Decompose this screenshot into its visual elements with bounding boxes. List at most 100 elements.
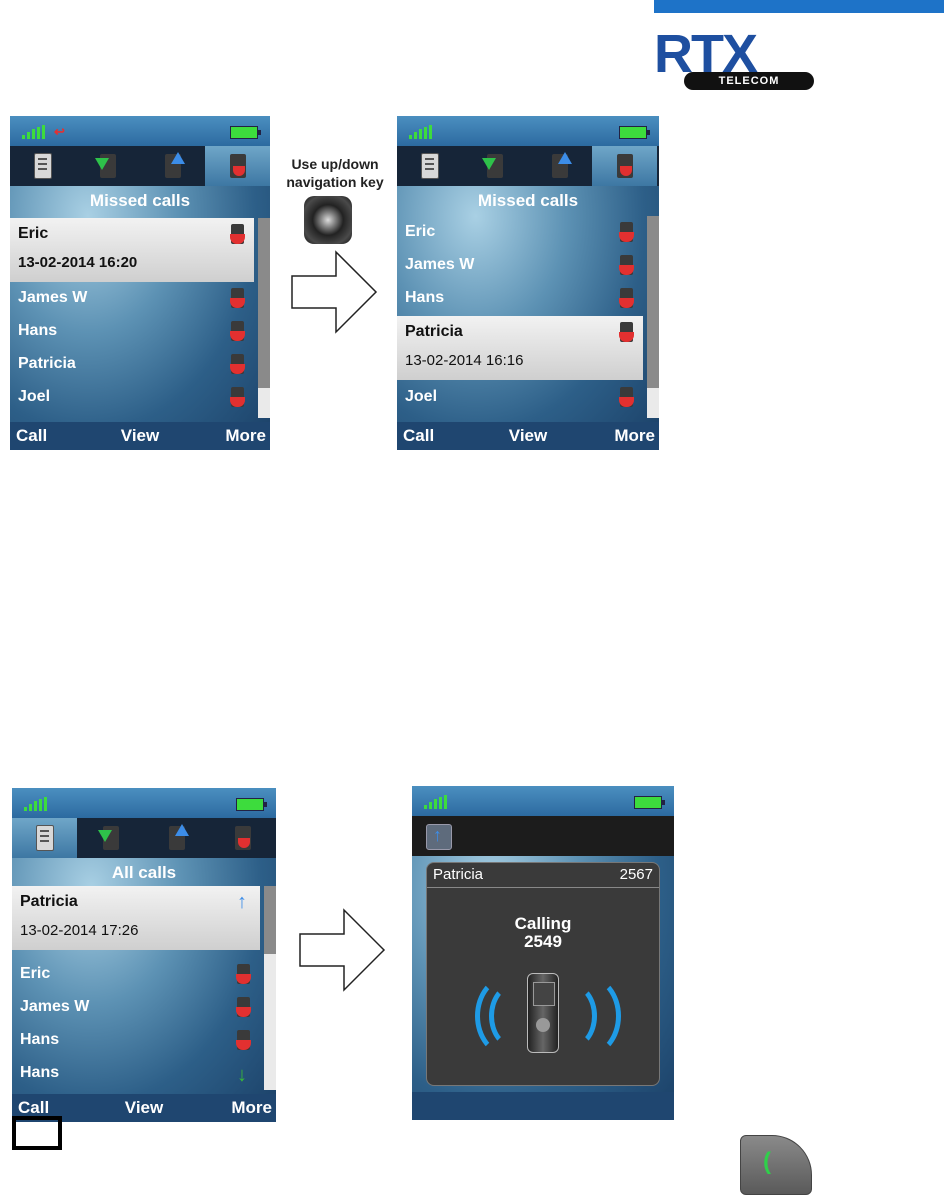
navigation-caption: Use up/down navigation key [270, 155, 400, 191]
caller-name: Patricia [20, 893, 78, 910]
own-number: 2567 [620, 863, 653, 887]
tab-missed-calls[interactable] [205, 146, 270, 186]
green-call-key-icon [740, 1135, 812, 1195]
list-item[interactable]: James W [12, 991, 260, 1023]
list-item[interactable]: Hans [12, 1024, 260, 1056]
tab-received-calls[interactable] [78, 818, 143, 858]
scroll-thumb[interactable] [647, 216, 659, 388]
list-title: Missed calls [10, 188, 270, 214]
scrollbar[interactable] [258, 218, 270, 418]
battery-icon [634, 796, 662, 809]
list-item[interactable]: Patricia [10, 348, 254, 380]
outgoing-call-icon [426, 824, 452, 850]
ring-wave-icon [555, 975, 621, 1057]
logo-accent-bar [654, 0, 944, 13]
dialed-call-icon [237, 892, 250, 912]
dialed-number: 2549 [427, 933, 659, 951]
missed-call-indicator-icon: ↩ [54, 124, 65, 140]
call-info-bar: Patricia 2567 [427, 863, 659, 888]
caller-name: Eric [20, 965, 50, 982]
call-datetime: 13-02-2014 16:20 [18, 248, 254, 278]
screen-missed-calls-1: ↩ Missed calls Eric 13-02-2014 16:20 Jam… [10, 116, 270, 450]
missed-call-icon [620, 222, 633, 242]
dialed-calls-icon [552, 154, 568, 178]
call-softkey[interactable]: Call [403, 426, 434, 446]
handset-icon [527, 973, 559, 1053]
caller-name: Hans [20, 1064, 59, 1081]
tab-missed-calls[interactable] [210, 818, 275, 858]
list-item[interactable]: Joel [397, 381, 643, 413]
all-calls-icon [421, 153, 439, 179]
tab-dialed-calls[interactable] [144, 818, 209, 858]
list-item[interactable]: Joel [10, 381, 254, 413]
logo-sub: TELECOM [684, 72, 814, 90]
missed-call-icon [620, 255, 633, 275]
view-softkey[interactable]: View [509, 426, 547, 446]
all-calls-icon [34, 153, 52, 179]
tab-received-calls[interactable] [75, 146, 140, 186]
caller-name: Joel [18, 388, 50, 405]
call-softkey[interactable]: Call [16, 426, 47, 446]
tab-dialed-calls[interactable] [140, 146, 205, 186]
tab-all-calls[interactable] [10, 146, 75, 186]
caller-name: Eric [18, 225, 48, 242]
right-arrow-icon [290, 250, 380, 334]
call-header [412, 816, 674, 856]
scroll-thumb[interactable] [264, 886, 276, 954]
list-item[interactable]: James W [10, 282, 254, 314]
list-item-selected[interactable]: Eric 13-02-2014 16:20 [10, 218, 254, 282]
call-status: Calling 2549 [427, 915, 659, 951]
signal-strength-icon [24, 797, 50, 811]
list-item-selected[interactable]: Patricia 13-02-2014 17:26 [12, 886, 260, 950]
caller-name: James W [18, 289, 87, 306]
call-datetime: 13-02-2014 17:26 [20, 916, 260, 946]
missed-call-icon [231, 354, 244, 374]
list-item[interactable]: Eric [12, 958, 260, 990]
list-title: Missed calls [397, 188, 659, 214]
caller-name: Eric [405, 223, 435, 240]
list-item[interactable]: Hans [397, 282, 643, 314]
tab-all-calls[interactable] [397, 146, 462, 186]
tab-all-calls[interactable] [12, 818, 77, 858]
tab-received-calls[interactable] [462, 146, 527, 186]
caller-name: Patricia [405, 323, 463, 340]
caller-name: Hans [405, 289, 444, 306]
scrollbar[interactable] [264, 886, 276, 1090]
call-softkey[interactable]: Call [18, 1098, 49, 1118]
received-call-icon [237, 1063, 250, 1083]
missed-calls-icon [230, 154, 246, 178]
view-softkey[interactable]: View [121, 426, 159, 446]
caller-name: Hans [18, 322, 57, 339]
screen-all-calls: All calls Patricia 13-02-2014 17:26 Eric… [12, 788, 276, 1122]
scrollbar[interactable] [647, 216, 659, 418]
caller-name: Joel [405, 388, 437, 405]
list-item[interactable]: Hans [10, 315, 254, 347]
softkey-bar: Call View More [397, 422, 659, 450]
list-item[interactable]: James W [397, 249, 643, 281]
list-item[interactable]: Eric [397, 216, 643, 248]
call-datetime: 13-02-2014 16:16 [405, 346, 643, 376]
list-item-selected[interactable]: Patricia 13-02-2014 16:16 [397, 316, 643, 380]
softkey-bar [412, 1092, 674, 1120]
view-softkey[interactable]: View [125, 1098, 163, 1118]
screen-missed-calls-2: Missed calls Eric James W Hans Patricia … [397, 116, 659, 450]
scroll-thumb[interactable] [258, 218, 270, 388]
status-bar [412, 786, 674, 816]
tab-missed-calls[interactable] [592, 146, 657, 186]
received-calls-icon [103, 826, 119, 850]
contact-name: Patricia [433, 863, 483, 887]
tab-dialed-calls[interactable] [527, 146, 592, 186]
status-bar [397, 116, 659, 146]
missed-calls-icon [235, 826, 251, 850]
missed-call-icon [620, 288, 633, 308]
more-softkey[interactable]: More [225, 426, 266, 446]
received-calls-icon [487, 154, 503, 178]
caller-name: Hans [20, 1031, 59, 1048]
signal-strength-icon [22, 125, 48, 139]
call-state-label: Calling [427, 915, 659, 933]
missed-call-icon [231, 321, 244, 341]
list-item[interactable]: Hans [12, 1057, 260, 1089]
more-softkey[interactable]: More [614, 426, 655, 446]
dialed-calls-icon [169, 826, 185, 850]
more-softkey[interactable]: More [231, 1098, 272, 1118]
